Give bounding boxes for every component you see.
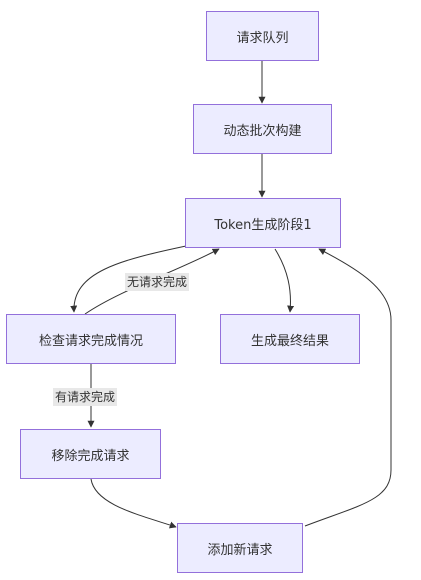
edge-token-to-result: [274, 248, 295, 313]
node-remove-completed: 移除完成请求: [20, 429, 161, 479]
node-dynamic-batch-label: 动态批次构建: [223, 123, 302, 139]
node-token-generation: Token生成阶段1: [185, 198, 341, 248]
node-check-completion-label: 检查请求完成情况: [38, 333, 143, 349]
node-remove-completed-label: 移除完成请求: [51, 448, 130, 464]
node-add-request: 添加新请求: [177, 523, 303, 573]
edge-token-to-check: [70, 245, 187, 313]
edge-remove-to-add: [90, 478, 177, 529]
node-token-generation-label: Token生成阶段1: [214, 217, 312, 233]
node-request-queue-label: 请求队列: [236, 30, 289, 46]
node-final-result: 生成最终结果: [220, 314, 360, 364]
node-final-result-label: 生成最终结果: [250, 333, 329, 349]
edge-label-some-completed: 有请求完成: [53, 388, 118, 406]
node-add-request-label: 添加新请求: [207, 542, 273, 558]
node-request-queue: 请求队列: [206, 11, 319, 61]
edge-label-none-completed: 无请求完成: [125, 273, 190, 291]
node-check-completion: 检查请求完成情况: [6, 314, 176, 364]
node-dynamic-batch: 动态批次构建: [193, 104, 332, 154]
edge-add-to-token: [304, 248, 392, 527]
